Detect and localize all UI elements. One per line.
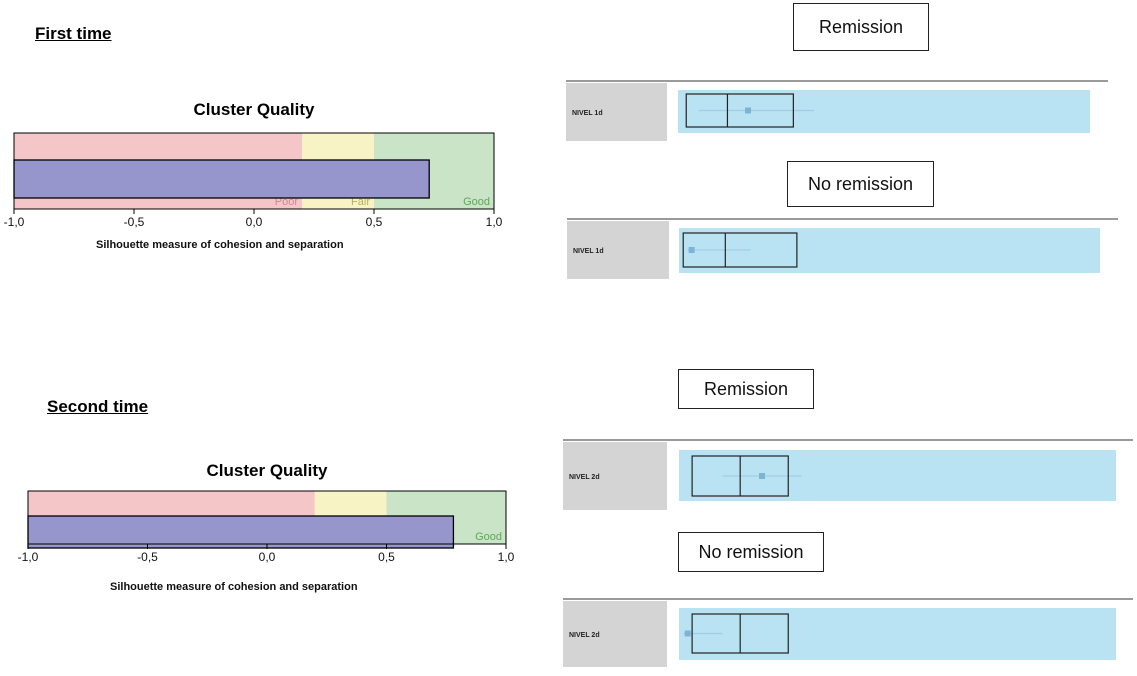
x-tick-label: 0,5 [366, 215, 383, 229]
x-tick-label: -0,5 [137, 550, 158, 564]
variable-label-2: NIVEL 1d [573, 248, 604, 255]
boxplot-topline-3 [563, 439, 1133, 441]
boxplot-chart-3 [679, 450, 1116, 501]
boxplot-background [679, 608, 1116, 660]
boxplot-panel-4: NIVEL 2d [563, 598, 1133, 668]
boxplot-panel-2: NIVEL 1d [567, 218, 1118, 280]
variable-label-box-1: NIVEL 1d [566, 83, 667, 141]
mean-marker [688, 247, 695, 253]
mean-marker [759, 473, 766, 479]
box [682, 232, 798, 268]
x-tick-label: 1,0 [486, 215, 503, 229]
zone-label-fair: Fair [351, 196, 370, 208]
group-label-no-remission-1: No remission [787, 161, 934, 207]
boxplot-topline-4 [563, 598, 1133, 600]
cluster-quality-title-1: Cluster Quality [193, 100, 315, 119]
silhouette-bar [27, 515, 455, 549]
boxplot-topline-1 [566, 80, 1108, 82]
variable-label-1: NIVEL 1d [572, 110, 603, 117]
x-tick-label: 0,0 [246, 215, 263, 229]
silhouette-bar [13, 159, 430, 199]
cluster-quality-xlabel-1: Silhouette measure of cohesion and separ… [96, 239, 344, 251]
mean-marker [745, 107, 752, 114]
cluster-quality-chart-1: Poor Fair Good -1,0 -0,5 0,0 0,5 1,0 [4, 132, 503, 229]
boxplot-chart-4 [679, 608, 1116, 660]
boxplot-chart-1 [678, 90, 1090, 133]
boxplot-chart-2 [679, 228, 1100, 273]
variable-label-box-4: NIVEL 2d [563, 601, 667, 667]
cluster-quality-title-2: Cluster Quality [206, 461, 328, 480]
x-tick-label: 0,5 [378, 550, 395, 564]
x-tick-label: 0,0 [259, 550, 276, 564]
variable-label-3: NIVEL 2d [569, 474, 600, 481]
group-label-remission-2: Remission [678, 369, 814, 409]
x-tick-label: 1,0 [498, 550, 515, 564]
boxplot-panel-3: NIVEL 2d [563, 439, 1133, 511]
cluster-quality-xlabel-2: Silhouette measure of cohesion and separ… [110, 581, 358, 593]
variable-label-4: NIVEL 2d [569, 632, 600, 639]
zone-label-good: Good [463, 196, 490, 208]
x-tick-label: -1,0 [4, 215, 25, 229]
group-label-remission-1: Remission [793, 3, 929, 51]
box [685, 93, 794, 128]
variable-label-box-3: NIVEL 2d [563, 442, 667, 510]
group-label-no-remission-2: No remission [678, 532, 824, 572]
second-time-label: Second time [47, 397, 149, 416]
x-tick-label: -1,0 [18, 550, 39, 564]
first-time-label: First time [35, 24, 112, 43]
zone-label-good: Good [475, 531, 502, 543]
x-tick-label: -0,5 [124, 215, 145, 229]
boxplot-topline-2 [567, 218, 1118, 220]
mean-marker [684, 630, 691, 637]
boxplot-panel-1: NIVEL 1d [566, 80, 1108, 142]
variable-label-box-2: NIVEL 1d [567, 221, 669, 279]
zone-label-poor: Poor [275, 196, 299, 208]
